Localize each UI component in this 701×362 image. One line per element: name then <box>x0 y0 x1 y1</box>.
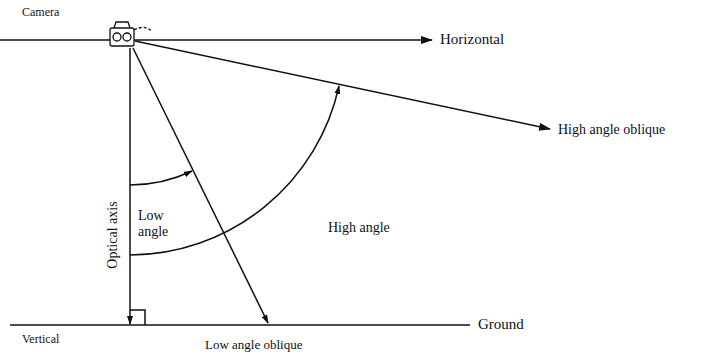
horizontal-line <box>0 39 432 41</box>
high-oblique-label: High angle oblique <box>558 122 665 138</box>
ground-line <box>10 324 470 326</box>
camera-symbol <box>110 22 152 46</box>
vertical-label: Vertical <box>22 333 59 347</box>
low-angle-label: Low angle <box>138 208 184 240</box>
low-angle-arc <box>130 171 192 185</box>
low-oblique-label: Low angle oblique <box>205 338 302 353</box>
high-angle-arc <box>130 86 339 255</box>
high-oblique-line <box>135 41 550 129</box>
optical-axis-line <box>129 48 131 324</box>
camera-label: Camera <box>22 6 59 20</box>
right-angle-mark <box>130 310 145 325</box>
ground-label: Ground <box>478 316 524 333</box>
high-angle-label: High angle <box>328 220 390 236</box>
horizontal-label: Horizontal <box>440 31 504 48</box>
optical-axis-label: Optical axis <box>105 201 121 268</box>
low-oblique-line <box>133 48 268 323</box>
